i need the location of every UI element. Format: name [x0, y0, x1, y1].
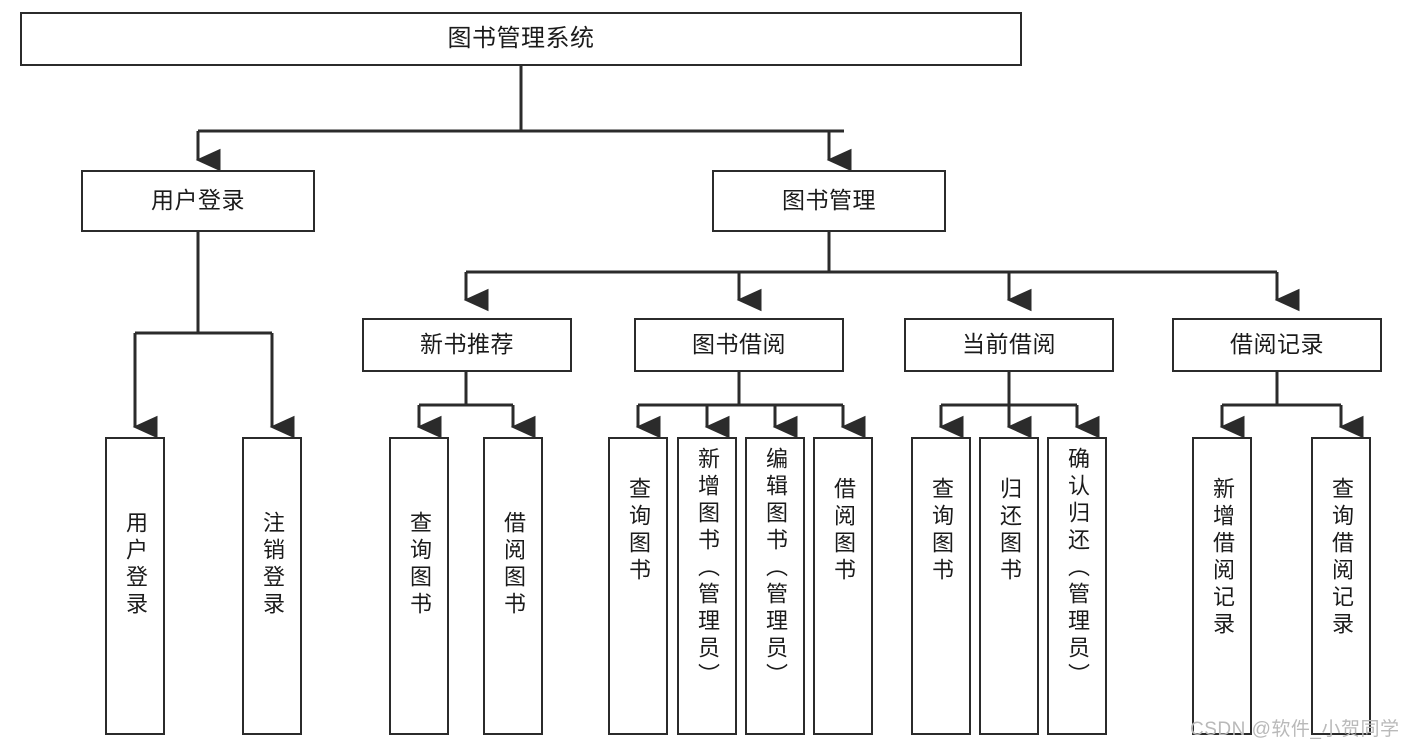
- leaf-current-borrow-query-book[interactable]: 查询图书: [911, 437, 971, 735]
- leaf-current-borrow-return-book[interactable]: 归还图书: [979, 437, 1039, 735]
- watermark-text: CSDN @软件_小贺同学: [1190, 719, 1400, 740]
- node-label: 确认归还（管理员）: [1064, 447, 1090, 690]
- csdn-watermark: CSDN @软件_小贺同学: [1190, 714, 1399, 741]
- node-label: 查询借阅记录: [1328, 477, 1354, 639]
- leaf-book-borrow-query-book[interactable]: 查询图书: [608, 437, 668, 735]
- leaf-new-book-borrow-book[interactable]: 借阅图书: [483, 437, 543, 735]
- node-label: 借阅图书: [830, 477, 856, 585]
- node-label: 新书推荐: [420, 331, 514, 358]
- leaf-current-borrow-confirm-return[interactable]: 确认归还（管理员）: [1047, 437, 1107, 735]
- node-new-book-recommend[interactable]: 新书推荐: [362, 318, 572, 372]
- node-book-management[interactable]: 图书管理: [712, 170, 946, 232]
- node-label: 注销登录: [259, 511, 285, 619]
- node-label: 查询图书: [406, 511, 432, 619]
- leaf-book-borrow-borrow-book[interactable]: 借阅图书: [813, 437, 873, 735]
- leaf-book-borrow-add-book[interactable]: 新增图书（管理员）: [677, 437, 737, 735]
- node-label: 借阅记录: [1230, 331, 1324, 358]
- node-borrow-record[interactable]: 借阅记录: [1172, 318, 1382, 372]
- node-label: 当前借阅: [962, 331, 1056, 358]
- node-label: 用户登录: [151, 187, 245, 214]
- node-label: 图书管理系统: [447, 24, 595, 52]
- node-label: 借阅图书: [500, 511, 526, 619]
- node-label: 图书借阅: [692, 331, 786, 358]
- leaf-borrow-record-query-record[interactable]: 查询借阅记录: [1311, 437, 1371, 735]
- node-label: 图书管理: [782, 187, 876, 214]
- leaf-book-borrow-edit-book[interactable]: 编辑图书（管理员）: [745, 437, 805, 735]
- node-user-login[interactable]: 用户登录: [81, 170, 315, 232]
- node-label: 编辑图书（管理员）: [762, 447, 788, 690]
- leaf-user-login-login[interactable]: 用户登录: [105, 437, 165, 735]
- leaf-new-book-query-book[interactable]: 查询图书: [389, 437, 449, 735]
- node-label: 查询图书: [625, 477, 651, 585]
- node-label: 新增借阅记录: [1209, 477, 1235, 639]
- node-label: 归还图书: [996, 477, 1022, 585]
- node-label: 新增图书（管理员）: [694, 447, 720, 690]
- node-root-system[interactable]: 图书管理系统: [20, 12, 1022, 66]
- node-current-borrow[interactable]: 当前借阅: [904, 318, 1114, 372]
- node-book-borrow[interactable]: 图书借阅: [634, 318, 844, 372]
- leaf-borrow-record-add-record[interactable]: 新增借阅记录: [1192, 437, 1252, 735]
- leaf-user-login-logout[interactable]: 注销登录: [242, 437, 302, 735]
- node-label: 查询图书: [928, 477, 954, 585]
- node-label: 用户登录: [122, 511, 148, 619]
